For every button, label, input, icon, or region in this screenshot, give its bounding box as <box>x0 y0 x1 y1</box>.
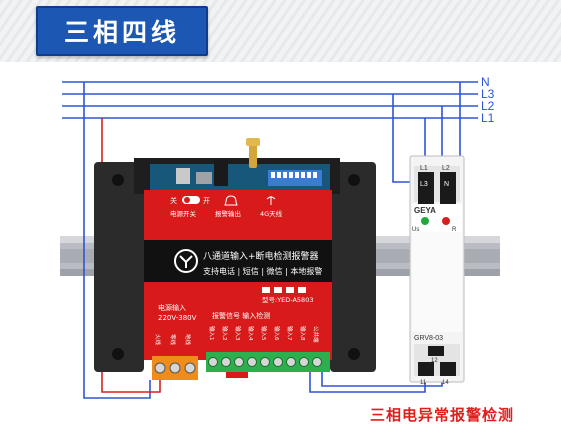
bell-icon <box>224 195 238 206</box>
power-pin-live: 火线 <box>154 334 162 346</box>
diagram-caption: 三相电异常报警检测 <box>370 406 515 424</box>
alarm-device <box>94 138 376 380</box>
power-pin-ground: 地线 <box>184 334 192 346</box>
switch-off-label: 关 <box>170 196 177 205</box>
antenna-label: 4G天线 <box>260 209 283 218</box>
relay-terminal-11[interactable] <box>418 362 434 376</box>
device-model: 型号:YED-A5803 <box>262 295 313 304</box>
power-pin-neutral: 零线 <box>169 334 177 346</box>
relay-terminal-14[interactable] <box>440 362 456 376</box>
power-switch-label: 电源开关 <box>170 209 197 218</box>
relay-label-l3: L3 <box>420 181 428 188</box>
bus-bars <box>62 81 478 119</box>
relay-led-r-label: R <box>452 227 457 233</box>
bus-label-l2: L2 <box>481 99 495 113</box>
page-title: 三相四线 <box>36 6 208 56</box>
input-label-7: 输入7 <box>286 326 294 341</box>
relay-model: GRV8-03 <box>414 335 443 342</box>
input-label-2: 输入2 <box>221 326 229 341</box>
relay-terminal-l1[interactable] <box>418 172 434 188</box>
relay-label-14: 14 <box>442 380 449 386</box>
power-input-title: 电源输入 <box>158 303 186 312</box>
status-icons <box>262 287 306 293</box>
antenna <box>249 144 257 168</box>
alarm-output-label: 报警输出 <box>215 209 241 218</box>
input-label-8: 输入8 <box>299 326 307 341</box>
switch-on-label: 开 <box>203 197 210 205</box>
relay-terminal-12[interactable] <box>428 346 444 356</box>
relay-label-l2: L2 <box>442 165 450 172</box>
relay-brand: GEYA <box>414 206 436 215</box>
brand-logo <box>174 249 198 273</box>
signal-title: 报警信号 输入检测 <box>212 311 270 320</box>
relay-led-r <box>442 217 450 225</box>
relay-terminal-l3[interactable] <box>418 188 434 204</box>
bus-label-l3: L3 <box>481 87 495 101</box>
relay-terminal-l2[interactable] <box>440 172 456 188</box>
input-label-3: 输入3 <box>234 326 242 341</box>
relay-label-n: N <box>444 181 449 188</box>
relay-label-11: 11 <box>420 380 427 386</box>
bus-label-l1: L1 <box>481 111 495 125</box>
relay-label-l1: L1 <box>420 165 428 172</box>
relay-terminal-n[interactable] <box>440 188 456 204</box>
phase-relay <box>409 155 465 383</box>
device-name: 八通道输入+断电检测报警器 <box>203 250 319 262</box>
device-features: 支持电话 | 短信 | 微信 | 本地报警 <box>203 266 322 276</box>
input-label-common: 公共端 <box>312 326 320 343</box>
bus-label-n: N <box>481 75 490 89</box>
antenna-icon <box>266 196 276 205</box>
relay-led-us-label: Us <box>412 227 419 233</box>
power-input-range: 220V-380V <box>158 314 197 322</box>
input-label-4: 输入4 <box>247 326 255 341</box>
input-label-5: 输入5 <box>260 326 268 341</box>
signal-wires <box>309 370 443 393</box>
relay-led-us <box>421 217 429 225</box>
input-label-1: 输入1 <box>208 326 216 341</box>
input-label-6: 输入6 <box>273 326 281 341</box>
relay-label-12: 12 <box>431 358 438 364</box>
